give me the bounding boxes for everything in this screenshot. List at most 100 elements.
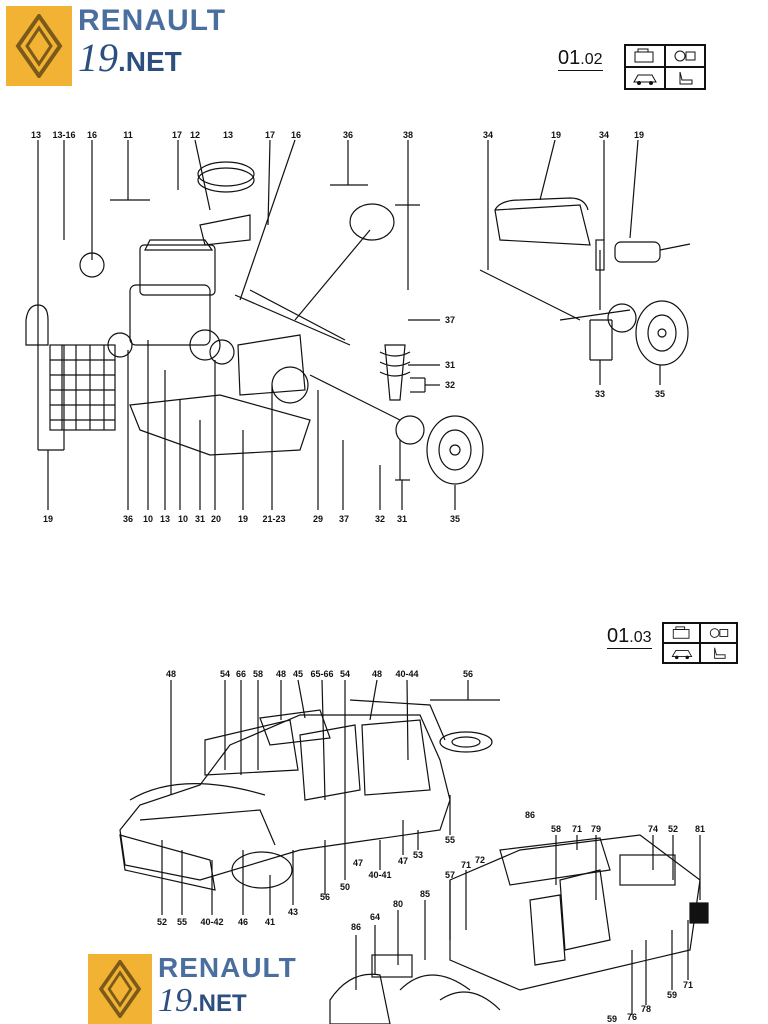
callout-label: 40-41 — [368, 870, 391, 880]
callout-label: 52 — [668, 824, 678, 834]
callout-label: 34 — [483, 130, 493, 140]
callout-label: 43 — [288, 907, 298, 917]
callout-label: 65-66 — [310, 669, 333, 679]
callout-label: 80 — [393, 899, 403, 909]
callout-label: 37 — [445, 315, 455, 325]
engine-part-icon — [700, 623, 737, 643]
callout-label: 37 — [339, 514, 349, 524]
car-front-icon — [663, 643, 700, 663]
callout-label: 56 — [320, 892, 330, 902]
callout-label: 35 — [450, 514, 460, 524]
callout-label: 36 — [123, 514, 133, 524]
callout-label: 47 — [398, 856, 408, 866]
callout-label: 31 — [445, 360, 455, 370]
callout-label: 48 — [276, 669, 286, 679]
callout-label: 45 — [293, 669, 303, 679]
engine-part-icon — [665, 45, 705, 67]
callout-label: 31 — [397, 514, 407, 524]
callout-label: 72 — [475, 855, 485, 865]
section-code-main: 01 — [558, 47, 581, 69]
model-number: 19 — [158, 982, 192, 1019]
callout-label: 10 — [143, 514, 153, 524]
callout-label: 20 — [211, 514, 221, 524]
callout-label: 41 — [265, 917, 275, 927]
callout-label: 79 — [591, 824, 601, 834]
callout-label: 76 — [627, 1012, 637, 1022]
callout-label: 85 — [420, 889, 430, 899]
callout-label: 12 — [190, 130, 200, 140]
callout-label: 71 — [683, 980, 693, 990]
model-suffix: .NET — [192, 990, 247, 1017]
callout-label: 13-16 — [52, 130, 75, 140]
callout-label: 13 — [223, 130, 233, 140]
callout-label: 13 — [31, 130, 41, 140]
body-exploded-diagram: 48 54 66 58 48 45 65-66 54 48 40-44 56 8… — [119, 669, 709, 1024]
callout-label: 58 — [551, 824, 561, 834]
callout-label: 17 — [172, 130, 182, 140]
callout-label: 19 — [551, 130, 561, 140]
callout-label: 34 — [599, 130, 609, 140]
callout-label: 71 — [572, 824, 582, 834]
callout-label: 86 — [525, 810, 535, 820]
callout-label: 54 — [340, 669, 350, 679]
section-code-sub: .02 — [580, 51, 603, 68]
section-icon-grid-mid — [662, 622, 738, 664]
brand-name: RENAULT — [78, 4, 227, 37]
seat-icon — [700, 643, 737, 663]
callout-label: 36 — [343, 130, 353, 140]
callout-label: 48 — [372, 669, 382, 679]
callout-label: 19 — [43, 514, 53, 524]
engine-icon — [625, 45, 665, 67]
callout-label: 32 — [375, 514, 385, 524]
callout-label: 55 — [177, 917, 187, 927]
section-icon-grid-top — [624, 44, 706, 90]
callout-label: 11 — [123, 130, 133, 140]
renault-logo-icon — [88, 954, 152, 1024]
brand-name: RENAULT — [158, 952, 297, 983]
model-suffix: .NET — [118, 46, 182, 77]
callout-label: 59 — [607, 1014, 617, 1024]
callout-label: 56 — [463, 669, 473, 679]
callout-label: 38 — [403, 130, 413, 140]
callout-label: 52 — [157, 917, 167, 927]
callout-label: 50 — [340, 882, 350, 892]
callout-label: 48 — [166, 669, 176, 679]
section-code-mid: 01.03 — [607, 626, 652, 649]
renault-logo-icon — [6, 6, 72, 86]
callout-label: 71 — [461, 860, 471, 870]
callout-label: 19 — [238, 514, 248, 524]
callout-label: 47 — [353, 858, 363, 868]
logo-footer: RENAULT 19.NET — [88, 954, 297, 1024]
callout-label: 31 — [195, 514, 205, 524]
callout-label: 46 — [238, 917, 248, 927]
callout-label: 21-23 — [262, 514, 285, 524]
callout-label: 64 — [370, 912, 380, 922]
callout-label: 74 — [648, 824, 658, 834]
section-code-sub: .03 — [629, 629, 652, 646]
callout-label: 16 — [291, 130, 301, 140]
callout-label: 13 — [160, 514, 170, 524]
callout-label: 59 — [667, 990, 677, 1000]
callout-label: 66 — [236, 669, 246, 679]
callout-label: 78 — [641, 1004, 651, 1014]
mechanical-exploded-diagram: 13 13-16 16 11 17 12 13 17 16 36 38 34 1… — [25, 130, 691, 524]
callout-label: 40-42 — [200, 917, 223, 927]
callout-label: 58 — [253, 669, 263, 679]
callout-label: 33 — [595, 389, 605, 399]
seat-icon — [665, 67, 705, 89]
section-code-top: 01.02 — [558, 48, 603, 71]
car-front-icon — [625, 67, 665, 89]
callout-label: 29 — [313, 514, 323, 524]
callout-label: 81 — [695, 824, 705, 834]
callout-label: 10 — [178, 514, 188, 524]
callout-label: 19 — [634, 130, 644, 140]
callout-label: 86 — [351, 922, 361, 932]
callout-label: 55 — [445, 835, 455, 845]
callout-label: 35 — [655, 389, 665, 399]
callout-label: 57 — [445, 870, 455, 880]
model-number: 19 — [78, 35, 118, 80]
section-code-main: 01 — [607, 625, 630, 647]
callout-label: 16 — [87, 130, 97, 140]
callout-label: 40-44 — [395, 669, 418, 679]
callout-label: 17 — [265, 130, 275, 140]
